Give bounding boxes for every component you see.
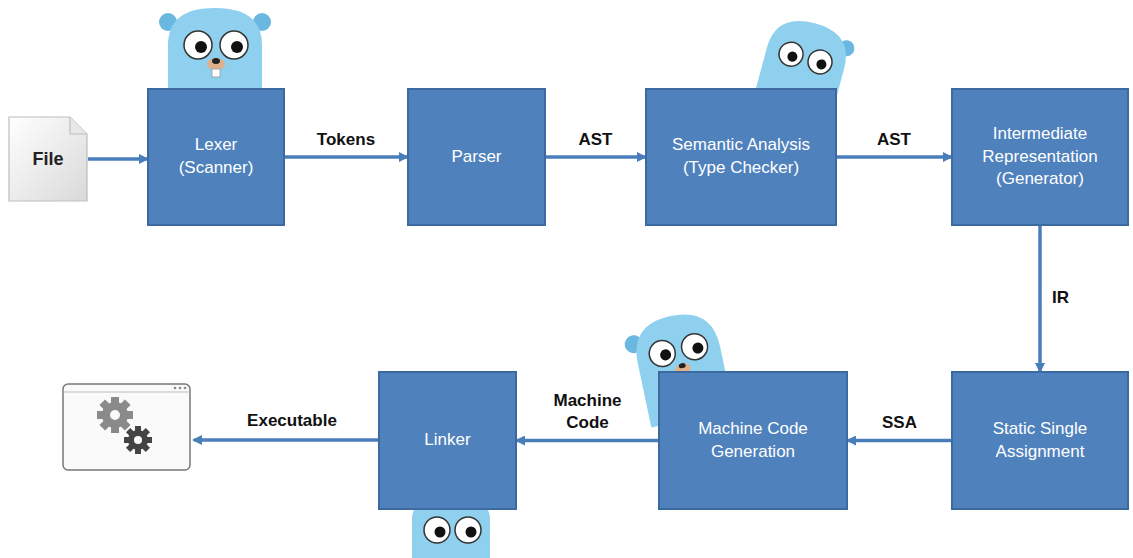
process-box: Semantic Analysis (Type Checker) [645,88,837,226]
text-group: Linker [424,429,470,452]
file-icon: File [8,116,88,202]
node-text: Static Single Assignment [961,418,1119,464]
text-group: Lexer (Scanner) [157,134,275,180]
node-text: Intermediate Representation (Generator) [961,123,1119,192]
executable-icon [63,384,190,470]
node-text: Parser [451,146,501,169]
edge-label: AST [875,129,913,151]
node-text: Machine Code Generation [668,418,838,464]
flow-arrow [546,155,645,159]
process-box: Static Single Assignment [951,371,1129,510]
output-arrow [194,438,378,442]
flow-arrow [1038,226,1042,371]
node-text: Lexer (Scanner) [157,134,275,180]
node-text: Semantic Analysis (Type Checker) [655,134,827,180]
edge-label: AST [577,129,615,151]
node-text: Linker [424,429,470,452]
flow-arrow [88,157,147,161]
process-box: Parser [407,88,546,226]
flow-arrow [837,155,951,159]
process-box: Machine Code Generation [658,371,848,510]
text-group: Intermediate Representation (Generator) [961,123,1119,192]
text-group: Semantic Analysis (Type Checker) [655,134,827,180]
text-group: Machine Code Generation [668,418,838,464]
text-group: Parser [451,146,501,169]
output-label: Executable [245,410,339,432]
text-group: Static Single Assignment [961,418,1119,464]
edge-label: SSA [880,412,919,434]
flow-arrow [285,155,407,159]
text-group: File [32,149,63,170]
process-box: Lexer (Scanner) [147,88,285,226]
process-box: Linker [378,371,517,510]
node-text: File [32,149,63,170]
edge-label: Machine Code [551,390,625,434]
edge-label: Tokens [315,129,377,151]
gopher [159,8,271,100]
flow-arrow [848,439,951,443]
flow-arrow [517,439,658,443]
process-box: Intermediate Representation (Generator) [951,88,1129,226]
edge-label: IR [1050,287,1071,309]
